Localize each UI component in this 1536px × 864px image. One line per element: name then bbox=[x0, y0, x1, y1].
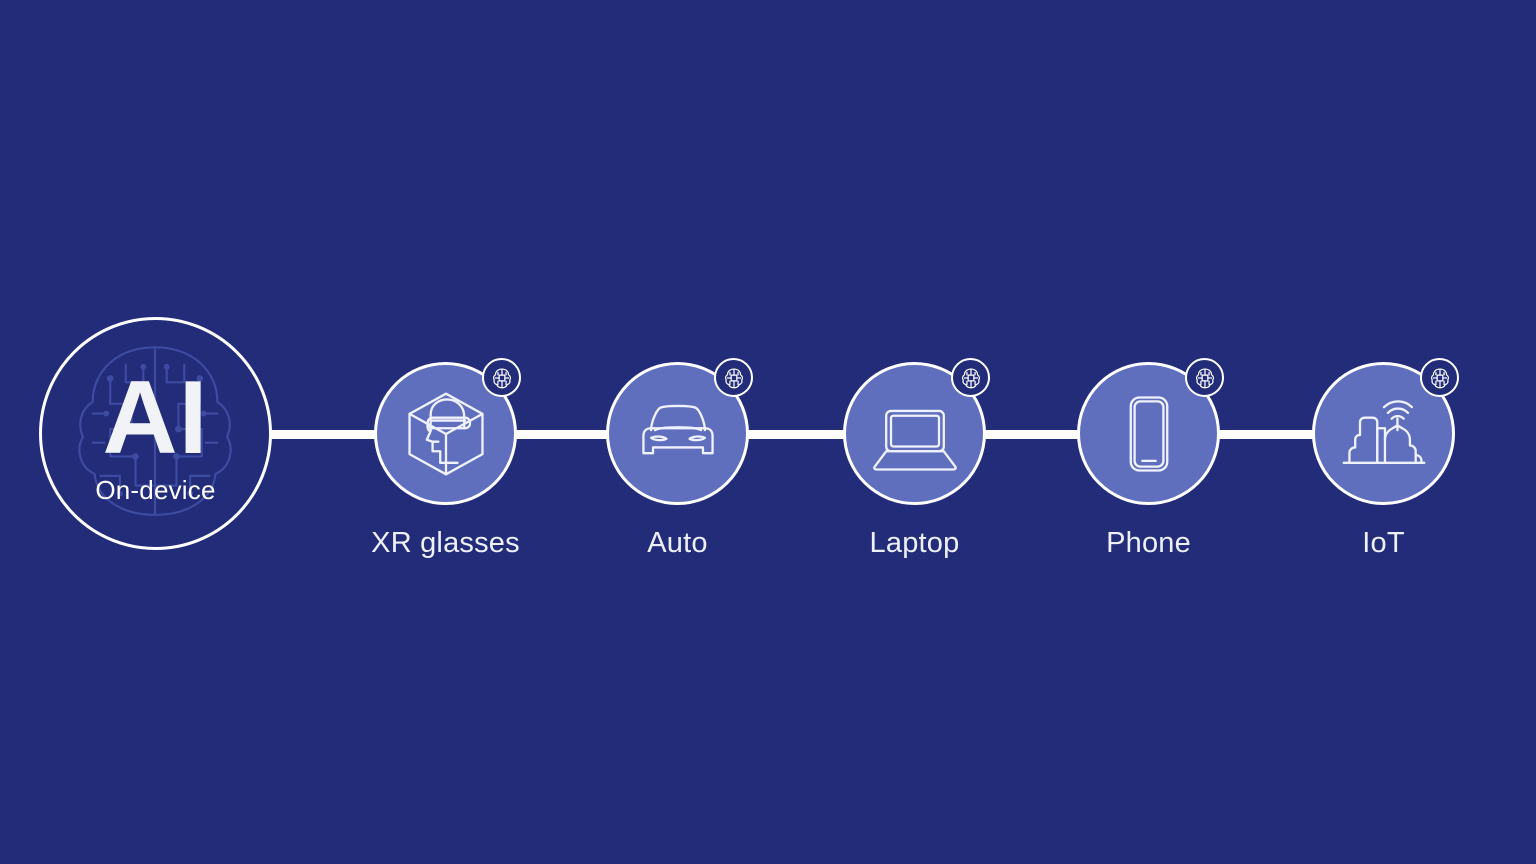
ai-brain-chip-badge-icon bbox=[714, 358, 753, 397]
node-laptop[interactable]: Laptop bbox=[843, 358, 990, 559]
node-label-xr-glasses: XR glasses bbox=[371, 527, 520, 559]
ai-brain-chip-badge-icon bbox=[1420, 358, 1459, 397]
node-label-phone: Phone bbox=[1106, 527, 1191, 559]
node-xr-glasses[interactable]: XR glasses bbox=[371, 358, 521, 559]
node-phone[interactable]: Phone bbox=[1077, 358, 1224, 559]
connector-xr-glasses-to-auto bbox=[504, 430, 622, 439]
xr-headset-icon bbox=[398, 386, 494, 482]
ai-brain-chip-badge-icon bbox=[1185, 358, 1224, 397]
connector-laptop-to-phone bbox=[975, 430, 1093, 439]
laptop-icon bbox=[867, 386, 963, 482]
connector-hub-to-xr-glasses bbox=[268, 430, 386, 439]
hub-title: AI bbox=[102, 359, 209, 476]
smartphone-icon bbox=[1101, 386, 1197, 482]
brain-circuit-icon bbox=[78, 346, 232, 516]
connector-auto-to-laptop bbox=[740, 430, 858, 439]
ai-brain-chip-badge-icon bbox=[951, 358, 990, 397]
car-front-icon bbox=[630, 386, 726, 482]
node-label-auto: Auto bbox=[647, 527, 708, 559]
node-label-laptop: Laptop bbox=[869, 527, 960, 559]
connector-phone-to-iot bbox=[1210, 430, 1328, 439]
iot-city-wifi-icon bbox=[1336, 386, 1432, 482]
node-iot[interactable]: IoT bbox=[1312, 358, 1459, 559]
node-auto[interactable]: Auto bbox=[606, 358, 753, 559]
ai-brain-chip-badge-icon bbox=[482, 358, 521, 397]
hub-subtitle: On-device bbox=[95, 475, 216, 506]
ai-on-device-hub[interactable]: AI On-device bbox=[39, 317, 272, 550]
node-label-iot: IoT bbox=[1362, 527, 1405, 559]
